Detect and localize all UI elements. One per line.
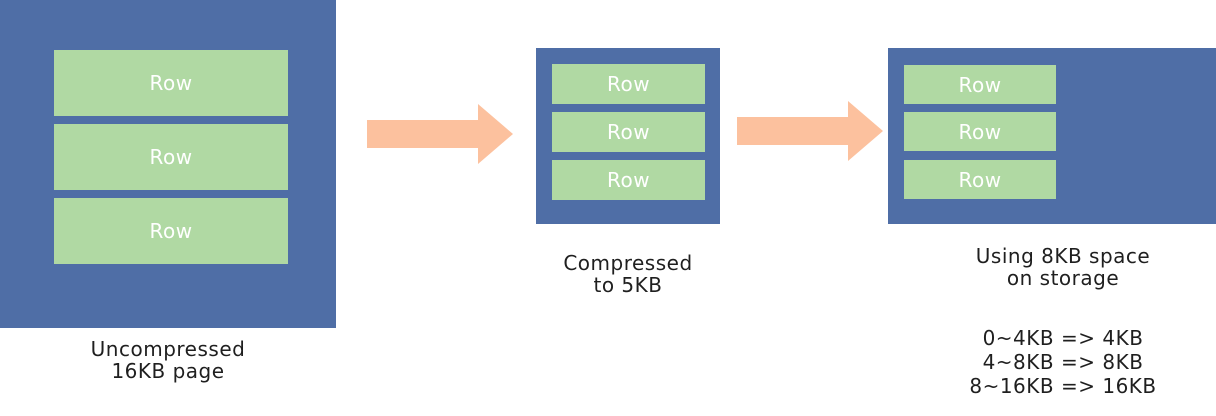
arrow-1-shape: [367, 104, 513, 164]
compressed-page: Row Row Row: [536, 48, 720, 224]
storage-rule-3: 8~16KB => 16KB: [969, 374, 1157, 398]
compressed-row-2: Row: [552, 112, 705, 152]
compressed-caption-line-2: to 5KB: [593, 273, 663, 297]
compressed-row-1: Row: [552, 64, 705, 104]
storage-row-1: Row: [904, 65, 1056, 104]
uncompressed-caption: Uncompressed 16KB page: [18, 338, 318, 382]
uncompressed-row-2: Row: [54, 124, 288, 190]
uncompressed-page: Row Row Row: [0, 0, 336, 328]
arrow-2-shape: [737, 101, 883, 161]
uncompressed-row-3: Row: [54, 198, 288, 264]
compressed-row-3: Row: [552, 160, 705, 200]
right-arrow-icon: [737, 101, 883, 161]
storage-rule-1: 0~4KB => 4KB: [982, 326, 1144, 350]
compressed-caption: Compressed to 5KB: [528, 252, 728, 296]
storage-caption-line-2: on storage: [1006, 266, 1120, 290]
storage-row-2: Row: [904, 112, 1056, 151]
uncompressed-row-1: Row: [54, 50, 288, 116]
storage-rules: 0~4KB => 4KB 4~8KB => 8KB 8~16KB => 16KB: [940, 326, 1186, 398]
storage-caption-line-1: Using 8KB space: [975, 244, 1151, 268]
storage-page: Row Row Row: [888, 48, 1216, 224]
storage-rule-2: 4~8KB => 8KB: [982, 350, 1144, 374]
storage-caption: Using 8KB space on storage: [940, 245, 1186, 289]
right-arrow-icon: [367, 104, 513, 164]
uncompressed-caption-line-2: 16KB page: [111, 359, 225, 383]
uncompressed-caption-line-1: Uncompressed: [90, 337, 246, 361]
storage-row-3: Row: [904, 160, 1056, 199]
compressed-caption-line-1: Compressed: [563, 251, 693, 275]
